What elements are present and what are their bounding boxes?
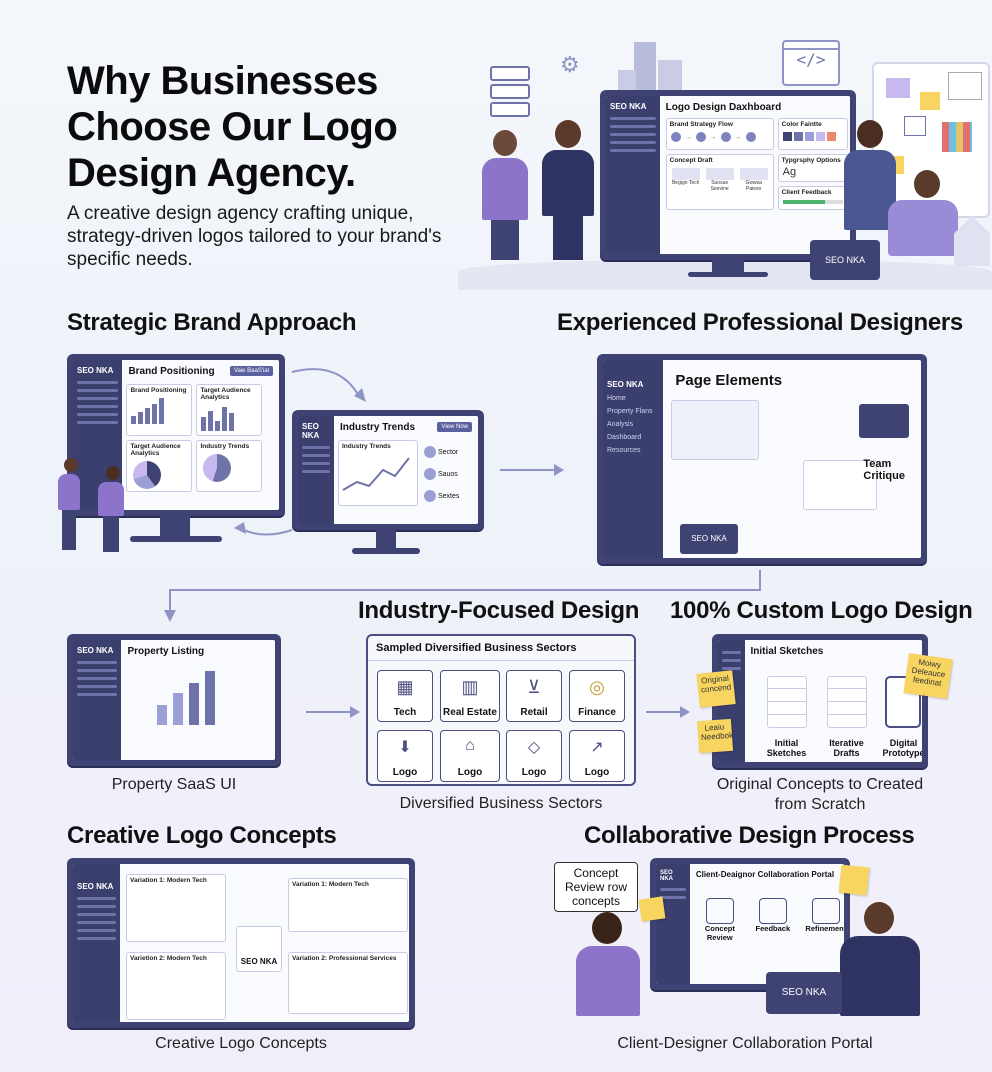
collab-portal-title: Client-Deaignor Collaboration Portal [695,870,835,879]
logo-tech: ⬇Logo [377,730,433,782]
industry-trends-title: Industry Trends [340,422,416,433]
page-elements-monitor: SEO NKA Home Property Flans Analysis Das… [597,354,927,564]
center-brand-badge: SEO NKA [236,926,283,972]
hero-title: Why Businesses Choose Our Logo Design Ag… [67,59,398,195]
caption-collab: Client-Designer Collaboration Portal [617,1035,873,1052]
collab-portal-monitor: SEO NKA Client-Deaignor Collaboration Po… [650,858,850,990]
heading-strategic: Strategic Brand Approach [67,309,357,336]
logo-retail: ◇Logo [506,730,562,782]
logo-real-estate: ⌂Logo [440,730,500,782]
page-elements-title: Page Elements [675,372,783,389]
laptop: SEO NKA [810,240,880,280]
team-critique-label: Team Critique [863,458,905,482]
sectors-panel: Sampled Diversified Business Sectors ▦Te… [366,634,636,786]
sector-finance: ◎Finance [569,670,625,722]
sketches-monitor: Initial Sketches Initial Sketches Iterat… [712,634,928,768]
view-now-button[interactable]: View Now [437,422,472,432]
sectors-panel-title: Sampled Diversified Business Sectors [368,636,634,661]
hero-illustration: ⚙ </> SEO NKA Logo Design Daxhboard Bran… [458,20,992,290]
person-man-suit-2 [840,902,920,1022]
person-presenter-1 [58,458,84,568]
brand-positioning-monitor: SEO NKA Brand Positioning Vaie BaaS'ial … [67,354,285,516]
view-button[interactable]: Vaie BaaS'ial [229,366,273,376]
person-man-laptop [888,170,964,270]
sticky-note [838,864,870,896]
sketches-title: Initial Sketches [750,646,824,657]
brand-label: SEO NKA [610,102,647,111]
sector-retail: ⊻Retail [506,670,562,722]
heading-collab: Collaborative Design Process [584,822,915,849]
caption-custom: Original Concepts to Created from Scratc… [716,776,924,813]
heading-creative: Creative Logo Concepts [67,822,337,849]
dashboard-monitor: SEO NKA Logo Design Daxhboard Brand Stra… [600,90,856,260]
logo-finance: ↗Logo [569,730,625,782]
server-icon [490,66,530,122]
heading-experienced: Experienced Professional Designers [557,309,963,336]
sticky-note [638,896,666,922]
gear-icon: ⚙ [560,52,580,77]
person-woman-tablet-2 [576,912,640,1022]
caption-property: Property SaaS UI [111,776,237,793]
laptop: SEO NKA [766,972,842,1014]
creative-concepts-monitor: SEO NKA Variation 1: Modern Tech Varieti… [67,858,415,1028]
person-man-suit [542,120,594,260]
heading-industry: Industry-Focused Design [358,597,640,624]
heading-custom: 100% Custom Logo Design [670,597,973,624]
caption-industry: Diversified Business Sectors [399,795,603,812]
industry-trends-monitor: SEO NKA Industry Trends View Now Industr… [292,410,484,530]
laptop: SEO NKA [680,524,738,554]
flow-arrows-row1 [164,368,761,622]
person-woman-standing [844,120,896,260]
flow-arrows-row2 [306,706,690,718]
hero-subtitle: A creative design agency crafting unique… [67,203,442,270]
brand-positioning-title: Brand Positioning [128,366,215,377]
property-listing-monitor: SEO NKA Property Listing [67,634,281,766]
code-window-icon: </> [782,40,840,86]
property-listing-title: Property Listing [127,646,205,657]
speech-bubble: Concept Review row concepts [554,862,638,912]
sector-real-estate: ▥Real Estate [440,670,500,722]
caption-creative: Creative Logo Concepts [155,1035,327,1052]
person-presenter-2 [98,466,128,568]
dashboard-title: Logo Design Daxhboard [665,102,782,113]
person-woman-tablet [482,130,528,260]
sector-tech: ▦Tech [377,670,433,722]
